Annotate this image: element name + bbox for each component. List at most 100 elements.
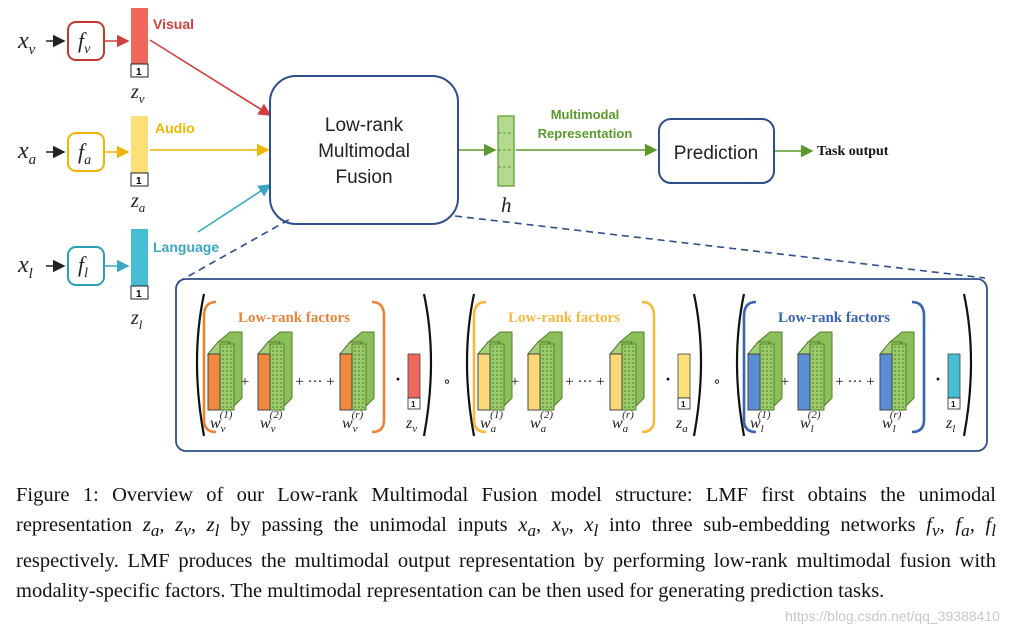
z-vector-label: zl — [945, 415, 955, 435]
z-a-one-cell — [130, 172, 149, 187]
watermark: https://blog.csdn.net/qq_39388410 — [785, 608, 1000, 624]
language-branch: xl fl 1 Language zl — [17, 184, 272, 332]
inner-paren-right — [371, 300, 386, 434]
factor-tensor-2: wa(2) — [526, 331, 563, 435]
representation-line2: Representation — [538, 126, 633, 141]
tensor-front — [879, 353, 893, 411]
input-x-v: xv — [17, 28, 36, 58]
zoom-line-right — [454, 215, 986, 279]
tensor-front — [477, 353, 491, 411]
prediction-label: Prediction — [674, 143, 759, 164]
z-vector-one-cell — [947, 397, 961, 410]
z-vector-one: 1 — [951, 400, 956, 409]
caption-z-list: za, zv, zl — [142, 514, 220, 541]
caption-x-list: xa, xv, xl — [518, 514, 599, 541]
audio-label: Audio — [155, 120, 195, 136]
inner-paren-left — [472, 300, 487, 434]
z-vector-one: 1 — [411, 400, 416, 409]
caption-f-list: fv, fa, fl — [926, 514, 996, 541]
low-rank-factors-title: Low-rank factors — [508, 310, 620, 326]
z-v-bar — [131, 8, 148, 64]
tensor-middle — [489, 343, 505, 411]
caption-part1: Figure 1: Overview of our Low-rank Multi… — [16, 484, 996, 536]
outer-paren-left — [735, 293, 746, 437]
factor-w-label: wa(1) — [480, 409, 503, 435]
factor-w-label: wa(r) — [612, 409, 634, 435]
tensor-middle — [539, 343, 555, 411]
tensor-front — [527, 353, 541, 411]
factor-w-label: wv(2) — [260, 409, 283, 435]
dot-product: · — [395, 369, 401, 389]
factor-w-label: wv(r) — [342, 409, 364, 435]
caption-part4: respectively. LMF produces the multimoda… — [16, 550, 996, 603]
dot-product: · — [935, 369, 941, 389]
factor-tensor-3: wv(r) — [338, 331, 375, 435]
representation-line1: Multimodal — [551, 107, 620, 122]
inner-paren-right — [641, 300, 656, 434]
z-vector-label: za — [675, 415, 688, 435]
z-vector-v — [407, 353, 421, 399]
factor-tensor-2: wv(2) — [256, 331, 293, 435]
audio-branch: xa fa 1 Audio za — [17, 116, 270, 215]
z-vector-one-cell — [677, 397, 691, 410]
task-output-label: Task output — [817, 144, 889, 159]
tensor-front — [797, 353, 811, 411]
fusion-line3: Fusion — [335, 167, 392, 188]
encoder-f-a-label: fa — [78, 139, 91, 168]
outer-paren-left — [195, 293, 206, 437]
plus-dots-plus: + ··· + — [835, 374, 874, 390]
fusion-box — [269, 75, 459, 225]
fusion-line1: Low-rank — [325, 115, 404, 136]
plus-dots-plus: + ··· + — [565, 374, 604, 390]
factor-group-a: Low-rank factors wa(1) wa(2) wa(r) + + ··· + ·… — [465, 293, 722, 437]
z-vector-label: zv — [405, 415, 417, 435]
tensor-middle — [891, 343, 907, 411]
z-l-label: zl — [130, 307, 143, 332]
z-l-one: 1 — [136, 289, 142, 300]
outer-paren-right — [422, 293, 433, 437]
tensor-middle — [351, 343, 367, 411]
outer-paren-left — [465, 293, 476, 437]
z-v-one: 1 — [136, 67, 142, 78]
tensor-middle — [759, 343, 775, 411]
factor-w-label: wa(2) — [530, 409, 553, 435]
factor-tensor-1: wa(1) — [476, 331, 513, 435]
z-l-one-cell — [130, 285, 149, 300]
zoom-line-left — [177, 217, 293, 283]
outer-paren-right — [692, 293, 703, 437]
arrow-zv-fusion — [149, 39, 272, 116]
fusion-detail-panel — [175, 278, 988, 452]
dot-product: · — [665, 369, 671, 389]
plus-sign: + — [781, 374, 789, 390]
visual-label: Visual — [153, 16, 194, 32]
low-rank-factors-title: Low-rank factors — [238, 310, 350, 326]
fusion-line2: Multimodal — [318, 141, 410, 162]
factor-tensor-3: wa(r) — [608, 331, 645, 435]
tensor-front — [747, 353, 761, 411]
elementwise-product: ∘ — [443, 374, 452, 390]
factor-tensor-1: wv(1) — [206, 331, 243, 435]
z-v-label: zv — [130, 81, 145, 106]
factor-groups: Low-rank factors wv(1) wv(2) wv(r) + + ··· + ·… — [195, 293, 973, 437]
factor-tensor-1: wl(1) — [746, 331, 783, 435]
tensor-front — [207, 353, 221, 411]
h-vector — [497, 115, 515, 187]
tensor-middle — [809, 343, 825, 411]
z-vector-one: 1 — [681, 400, 686, 409]
z-a-label: za — [130, 190, 146, 215]
inner-paren-right — [911, 300, 926, 434]
factor-w-label: wl(2) — [800, 409, 821, 435]
input-x-l: xl — [17, 252, 33, 282]
plus-sign: + — [511, 374, 519, 390]
elementwise-product: ∘ — [713, 374, 722, 390]
visual-branch: xv fv 1 Visual zv — [17, 8, 272, 116]
factor-w-label: wl(r) — [882, 409, 902, 435]
tensor-front — [257, 353, 271, 411]
outer-paren-right — [962, 293, 973, 437]
input-x-a: xa — [17, 138, 36, 168]
z-a-one: 1 — [136, 176, 142, 187]
tensor-middle — [219, 343, 235, 411]
inner-paren-left — [742, 300, 757, 434]
